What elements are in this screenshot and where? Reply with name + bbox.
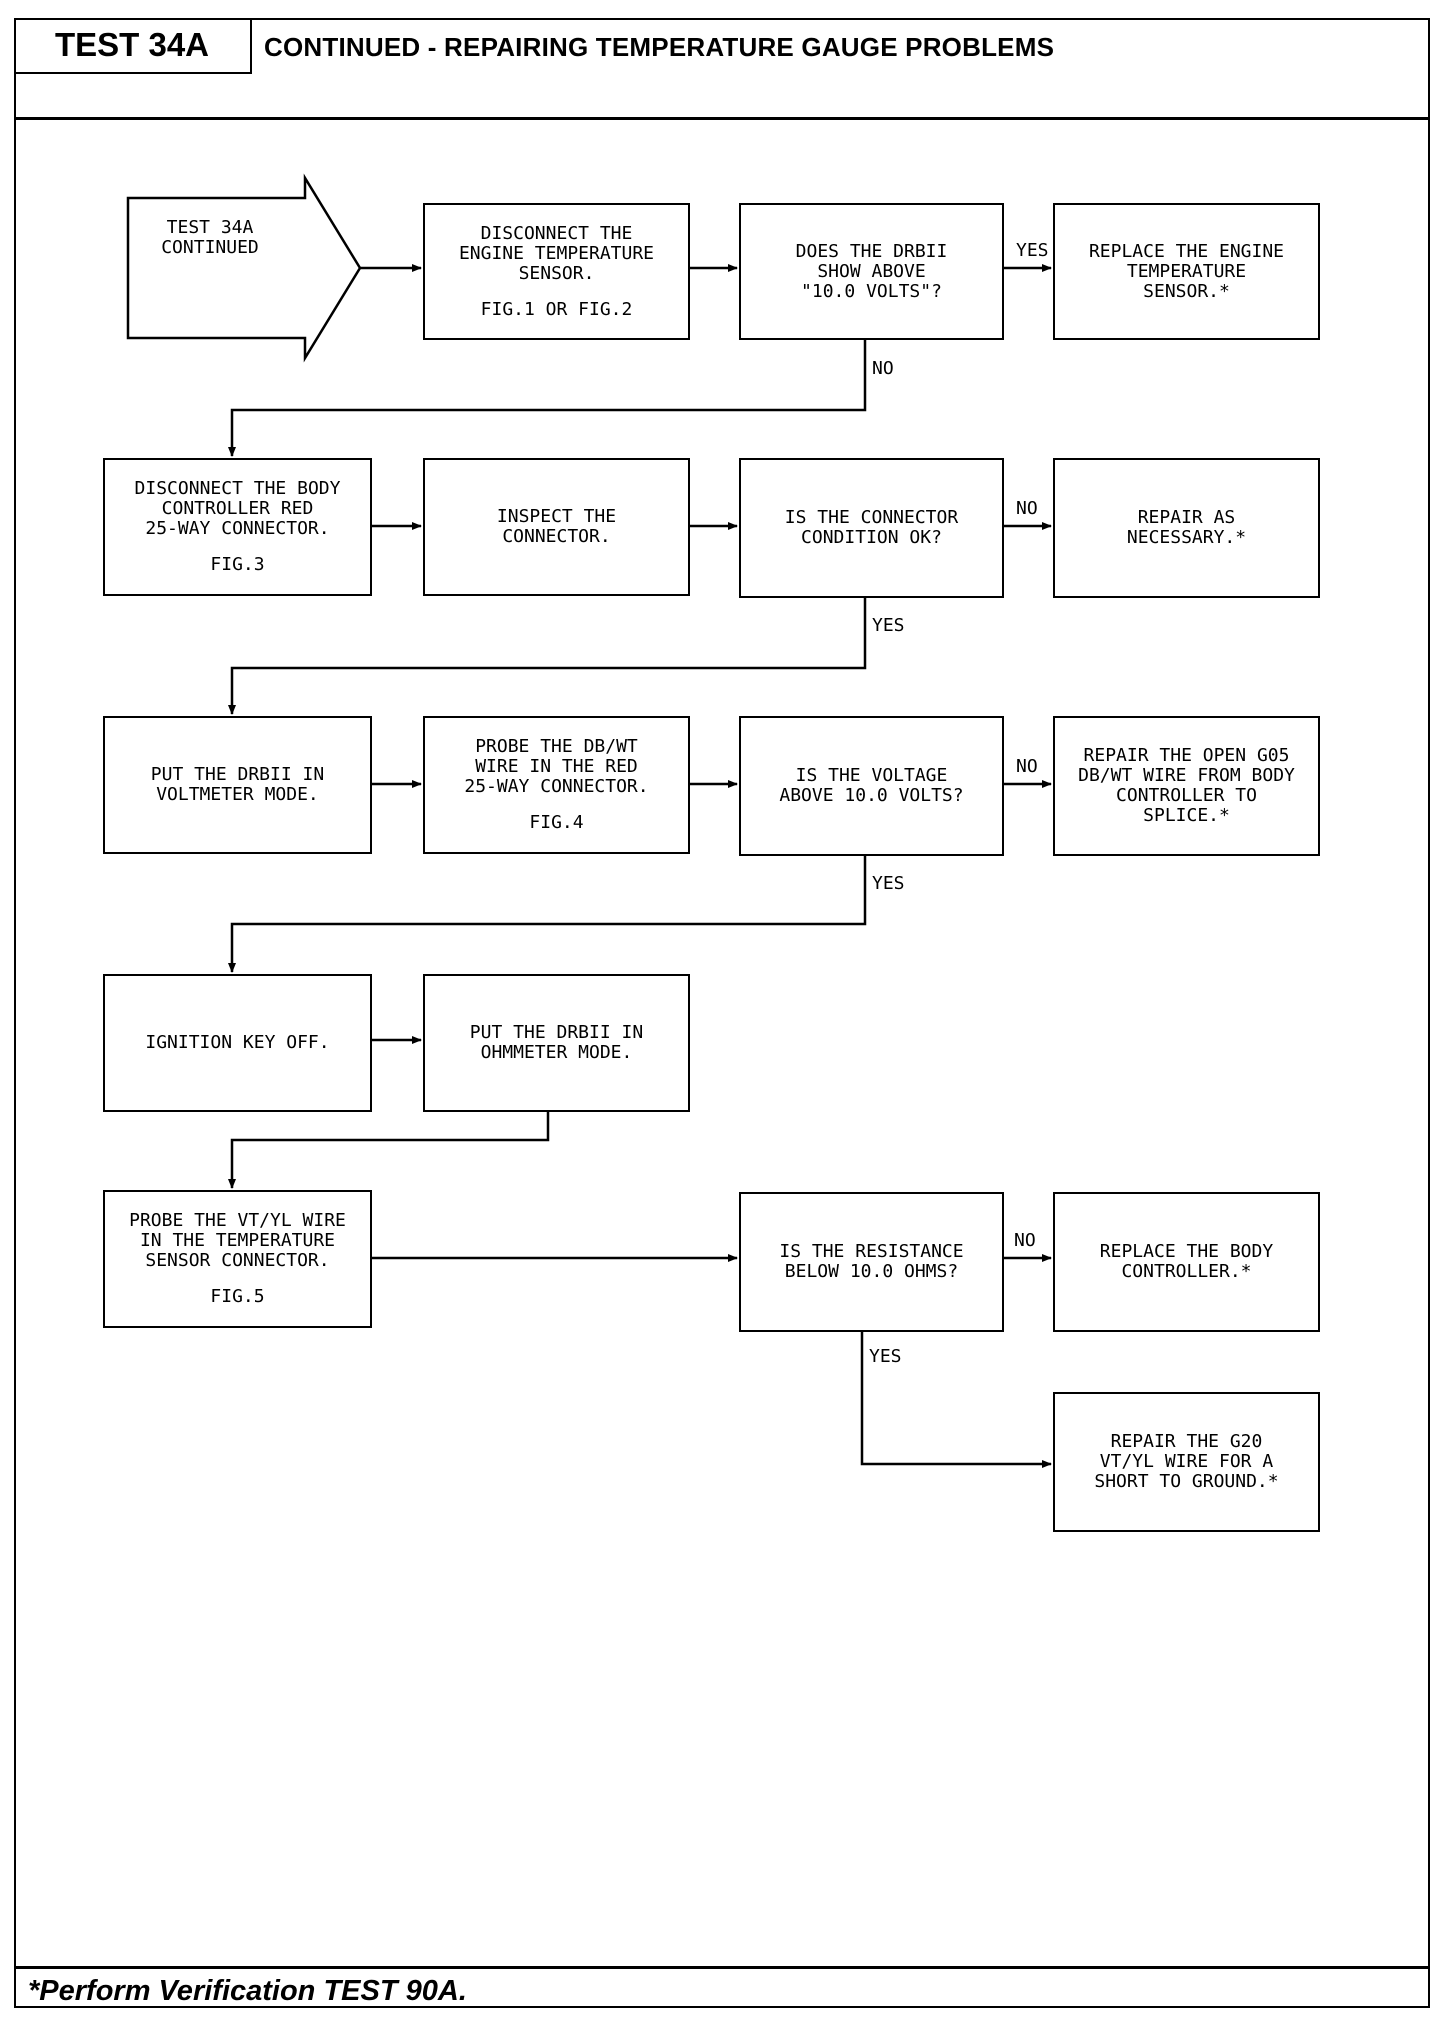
connector-ohm-to-probe — [228, 1110, 550, 1189]
step-disconnect-sensor: DISCONNECT THE ENGINE TEMPERATURE SENSOR… — [423, 203, 690, 340]
decision-voltage-above: IS THE VOLTAGE ABOVE 10.0 VOLTS? — [739, 716, 1004, 856]
branch-label-no: NO — [872, 358, 894, 379]
test-number-label: TEST 34A — [14, 18, 252, 74]
decision-text: IS THE CONNECTOR CONDITION OK? — [784, 507, 959, 548]
connector-query-no — [228, 340, 867, 457]
decision-connector-ok: IS THE CONNECTOR CONDITION OK? — [739, 458, 1004, 598]
step-ignition-off: IGNITION KEY OFF. — [103, 974, 372, 1112]
branch-label-no: NO — [1014, 1230, 1036, 1251]
step-disconnect-body: DISCONNECT THE BODY CONTROLLER RED 25-WA… — [103, 458, 372, 596]
decision-text: IS THE RESISTANCE BELOW 10.0 OHMS? — [779, 1241, 964, 1282]
footer-note: *Perform Verification TEST 90A. — [28, 1975, 467, 2007]
figure-ref: FIG.4 — [529, 812, 584, 833]
step-text: PROBE THE VT/YL WIRE IN THE TEMPERATURE … — [129, 1210, 346, 1271]
header-bar: TEST 34A CONTINUED - REPAIRING TEMPERATU… — [14, 18, 1430, 120]
step-text: PUT THE DRBII IN OHMMETER MODE. — [469, 1022, 644, 1063]
step-inspect-connector: INSPECT THE CONNECTOR. — [423, 458, 690, 596]
step-probe-vtyl: PROBE THE VT/YL WIRE IN THE TEMPERATURE … — [103, 1190, 372, 1328]
decision-resistance-below: IS THE RESISTANCE BELOW 10.0 OHMS? — [739, 1192, 1004, 1332]
branch-label-yes: YES — [869, 1346, 902, 1367]
action-text: REPLACE THE BODY CONTROLLER.* — [1099, 1241, 1274, 1282]
action-text: REPAIR THE OPEN G05 DB/WT WIRE FROM BODY… — [1078, 745, 1295, 826]
action-repair-necessary: REPAIR AS NECESSARY.* — [1053, 458, 1320, 598]
step-text: INSPECT THE CONNECTOR. — [496, 506, 617, 547]
action-repair-g05: REPAIR THE OPEN G05 DB/WT WIRE FROM BODY… — [1053, 716, 1320, 856]
step-text: DISCONNECT THE ENGINE TEMPERATURE SENSOR… — [458, 222, 655, 284]
step-text: DISCONNECT THE BODY CONTROLLER RED 25-WA… — [134, 478, 341, 539]
branch-label-no: NO — [1016, 498, 1038, 519]
step-text: IGNITION KEY OFF. — [145, 1032, 330, 1053]
step-probe-dbwt: PROBE THE DB/WT WIRE IN THE RED 25-WAY C… — [423, 716, 690, 854]
step-voltmeter-mode: PUT THE DRBII IN VOLTMETER MODE. — [103, 716, 372, 854]
page-frame — [14, 18, 1430, 2008]
step-text: PUT THE DRBII IN VOLTMETER MODE. — [150, 764, 325, 805]
action-text: REPLACE THE ENGINE TEMPERATURE SENSOR.* — [1088, 240, 1285, 302]
figure-ref: FIG.3 — [210, 554, 265, 575]
action-replace-body: REPLACE THE BODY CONTROLLER.* — [1053, 1192, 1320, 1332]
step-ohmmeter-mode: PUT THE DRBII IN OHMMETER MODE. — [423, 974, 690, 1112]
connector-connector-yes — [228, 598, 867, 715]
step-text: PROBE THE DB/WT WIRE IN THE RED 25-WAY C… — [464, 736, 649, 797]
start-arrow-shape — [126, 173, 362, 363]
figure-ref: FIG.1 OR FIG.2 — [480, 298, 633, 320]
decision-text: IS THE VOLTAGE ABOVE 10.0 VOLTS? — [779, 765, 964, 806]
decision-drbii-volts: DOES THE DRBII SHOW ABOVE "10.0 VOLTS"? — [739, 203, 1004, 340]
branch-label-no: NO — [1016, 756, 1038, 777]
branch-label-yes: YES — [872, 615, 905, 636]
figure-ref: FIG.5 — [210, 1286, 265, 1307]
start-label: TEST 34A CONTINUED — [161, 217, 259, 258]
action-text: REPAIR THE G20 VT/YL WIRE FOR A SHORT TO… — [1094, 1431, 1279, 1492]
connector-resistance-yes — [860, 1330, 1052, 1468]
branch-label-yes: YES — [872, 873, 905, 894]
connector-voltage-yes — [228, 856, 867, 973]
branch-label-yes: YES — [1016, 240, 1049, 261]
action-replace-sensor: REPLACE THE ENGINE TEMPERATURE SENSOR.* — [1053, 203, 1320, 340]
footer-bar: *Perform Verification TEST 90A. — [14, 1966, 1430, 2008]
decision-text: DOES THE DRBII SHOW ABOVE "10.0 VOLTS"? — [795, 240, 948, 302]
action-text: REPAIR AS NECESSARY.* — [1126, 507, 1247, 548]
page-title: CONTINUED - REPAIRING TEMPERATURE GAUGE … — [264, 32, 1055, 62]
action-repair-g20: REPAIR THE G20 VT/YL WIRE FOR A SHORT TO… — [1053, 1392, 1320, 1532]
